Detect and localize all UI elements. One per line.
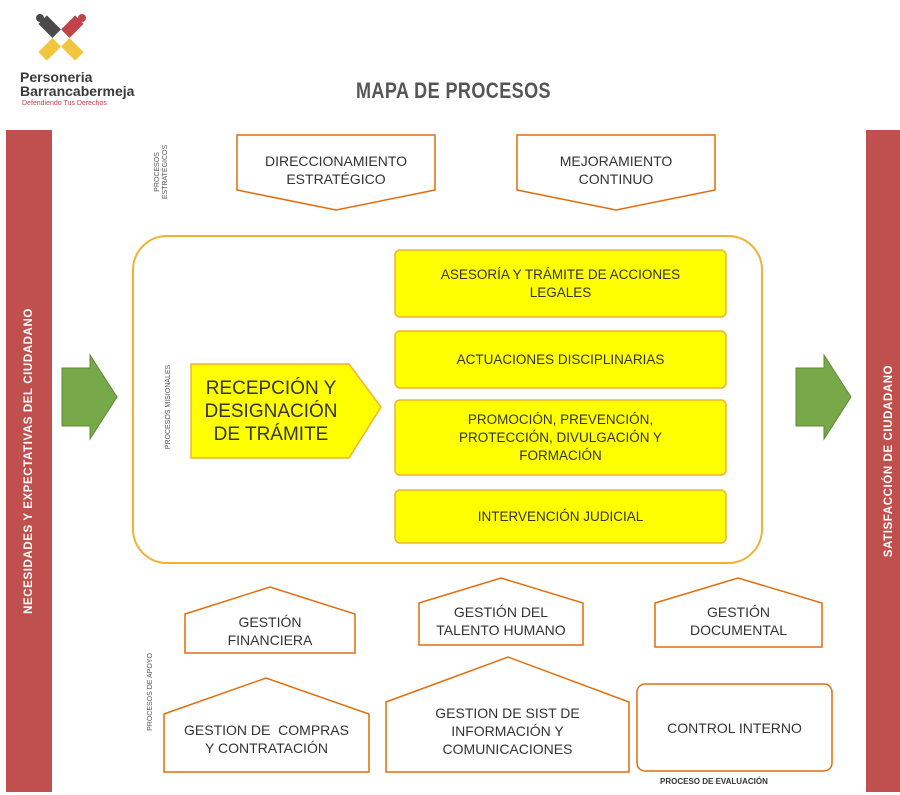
evaluation-group-label: PROCESO DE EVALUACIÓN <box>660 777 768 786</box>
page-title: MAPA DE PROCESOS <box>356 78 552 103</box>
missional-process-disciplinarias: ACTUACIONES DISCIPLINARIAS <box>456 351 665 367</box>
output-arrow-icon <box>795 353 852 441</box>
left-input-bar: NECESIDADES Y EXPECTATIVAS DEL CIUDADANO <box>6 130 52 792</box>
missional-process-intervencion: INTERVENCIÓN JUDICIAL <box>477 508 644 524</box>
missional-box-1 <box>394 249 727 318</box>
support-group-label: PROCESOS DE APOYO <box>147 653 154 731</box>
strategic-shape-direccionamiento <box>236 134 436 211</box>
missional-box-4 <box>394 489 727 544</box>
evaluation-box <box>636 683 833 772</box>
logo-icon <box>36 14 86 61</box>
support-shape-sistemas <box>385 656 630 773</box>
right-output-bar: SATISFACCIÓN DE CIUDADANO <box>866 130 900 792</box>
strategic-group-label: PROCESOS ESTRATÉGICOS <box>154 144 169 200</box>
missional-process-promocion: PROMOCIÓN, PREVENCIÓN,PROTECCIÓN, DIVULG… <box>458 411 663 463</box>
evaluation-process-control-interno: CONTROL INTERNO <box>667 719 802 736</box>
support-shape-compras <box>163 677 370 773</box>
brand-tagline: Defendiendo Tus Derechos <box>22 100 107 107</box>
missional-group-label: PROCESOS MISIONALES <box>165 364 172 450</box>
brand-name-line2: Barrancabermeja <box>20 83 135 99</box>
entry-process-shape <box>190 363 382 459</box>
missional-box-3 <box>394 399 727 476</box>
support-shape-documental <box>654 577 823 648</box>
input-arrow-icon <box>61 353 118 441</box>
brand-name-line1: Personeria <box>20 69 93 85</box>
missional-box-2 <box>394 330 727 389</box>
strategic-shape-mejoramiento <box>516 134 716 211</box>
support-shape-talento <box>418 577 584 646</box>
support-shape-financiera <box>184 586 356 654</box>
